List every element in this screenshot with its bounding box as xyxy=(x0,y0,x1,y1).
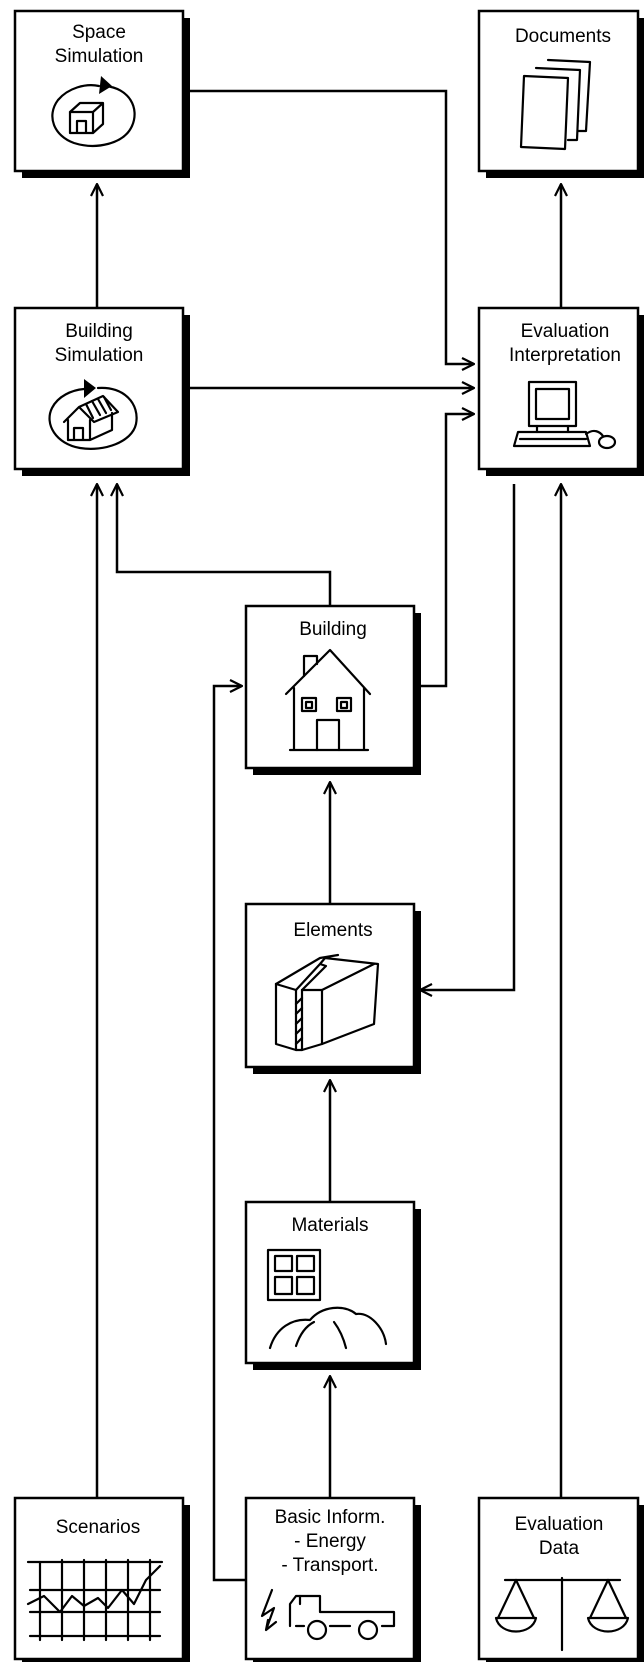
node-building-simulation: Building Simulation xyxy=(15,308,190,476)
node-space-simulation: Space Simulation xyxy=(15,11,190,178)
node-title: Materials xyxy=(291,1215,368,1236)
node-title: Building xyxy=(65,321,133,342)
edge-building-to-building-sim xyxy=(117,484,330,605)
node-title: Elements xyxy=(293,920,372,941)
node-title: Scenarios xyxy=(56,1517,141,1538)
node-title: Documents xyxy=(515,26,611,47)
node-basic-inform: Basic Inform. - Energy - Transport. xyxy=(246,1498,421,1662)
node-title: Data xyxy=(539,1538,580,1559)
node-title: Interpretation xyxy=(509,345,621,366)
node-title: Evaluation xyxy=(521,321,610,342)
node-title: Space xyxy=(72,22,126,43)
node-title: Simulation xyxy=(55,46,144,67)
node-scenarios: Scenarios xyxy=(15,1498,190,1662)
node-title: Building xyxy=(299,619,367,640)
node-title: Basic Inform. xyxy=(275,1507,386,1528)
node-title: Simulation xyxy=(55,345,144,366)
edge-building-to-evaluation xyxy=(414,414,474,686)
node-title: Evaluation xyxy=(515,1514,604,1535)
node-documents: Documents xyxy=(479,11,644,178)
edge-space-sim-to-evaluation xyxy=(184,91,474,364)
node-subtitle: - Energy xyxy=(294,1531,366,1552)
edge-basic-inform-to-building xyxy=(214,686,246,1580)
edge-evaluation-elements xyxy=(420,484,514,990)
node-evaluation-data: Evaluation Data xyxy=(479,1498,644,1662)
node-evaluation-interpretation: Evaluation Interpretation xyxy=(479,308,644,476)
node-materials: Materials xyxy=(246,1202,421,1370)
node-elements: Elements xyxy=(246,904,421,1074)
node-subtitle: - Transport. xyxy=(281,1555,378,1576)
node-building: Building xyxy=(246,606,421,775)
